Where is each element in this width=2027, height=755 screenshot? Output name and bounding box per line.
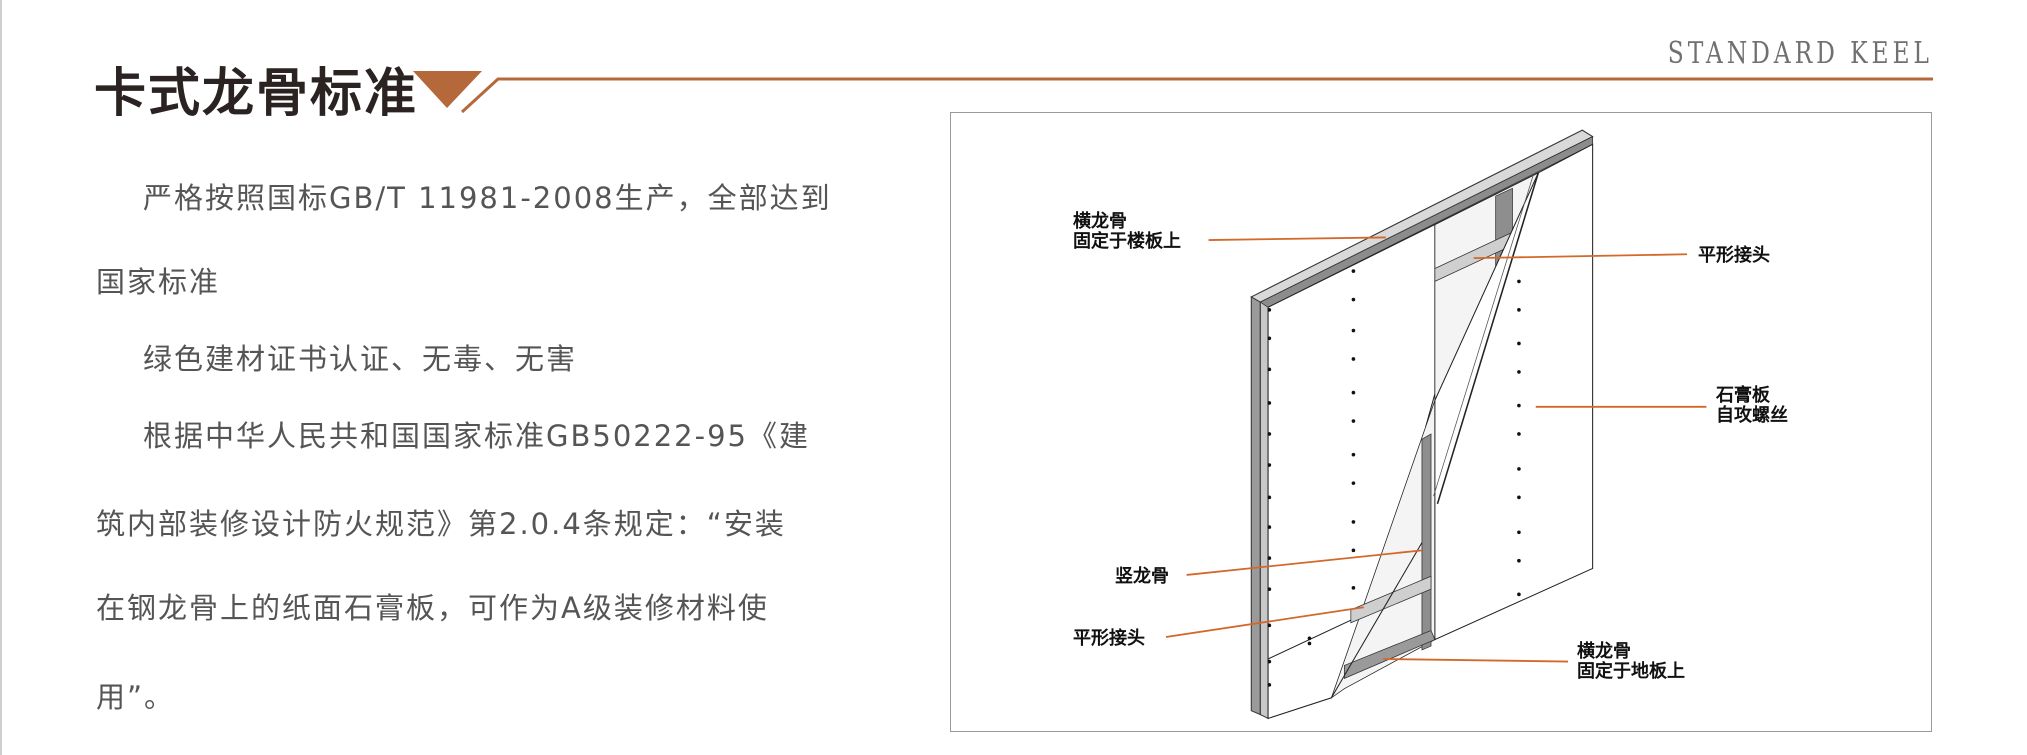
page-left-border bbox=[0, 0, 2, 755]
label-gypsum-line2: 自攻螺丝 bbox=[1716, 405, 1788, 426]
body-line-2: 国家标准 bbox=[96, 265, 221, 299]
left-edge-face bbox=[1250, 296, 1261, 716]
screw-dots bbox=[1267, 269, 1521, 687]
left-stud-face bbox=[1259, 298, 1269, 720]
left-board-cut bbox=[1330, 542, 1423, 699]
label-top-track-line2: 固定于楼板上 bbox=[1073, 231, 1181, 252]
title-decoration bbox=[413, 71, 1933, 114]
body-line-1: 严格按照国标GB/T 11981-2008生产，全部达到 bbox=[143, 181, 832, 215]
wall-diagram bbox=[1165, 129, 1707, 720]
leader-bottom-track bbox=[1383, 658, 1569, 663]
leader-flat-joint-top bbox=[1473, 253, 1688, 260]
leader-top-track bbox=[1208, 236, 1386, 241]
header-rule bbox=[460, 77, 1933, 114]
page-subtitle: STANDARD KEEL bbox=[1667, 36, 1933, 71]
leader-lines bbox=[1165, 236, 1707, 663]
label-flat-joint-top: 平形接头 bbox=[1698, 245, 1770, 266]
label-top-track-line1: 横龙骨 bbox=[1073, 211, 1127, 232]
label-flat-joint-bottom: 平形接头 bbox=[1073, 628, 1145, 649]
diagram-frame bbox=[950, 112, 1932, 732]
body-line-4: 根据中华人民共和国国家标准GB50222-95《建 bbox=[143, 419, 810, 453]
body-line-6: 在钢龙骨上的纸面石膏板，可作为A级装修材料使 bbox=[96, 591, 769, 625]
label-gypsum-line1: 石膏板 bbox=[1716, 385, 1770, 406]
label-bottom-track-line2: 固定于地板上 bbox=[1577, 661, 1685, 682]
leader-vertical-stud bbox=[1186, 549, 1423, 576]
right-board bbox=[1434, 143, 1594, 641]
leader-flat-joint-bottom bbox=[1165, 606, 1364, 638]
label-vertical-stud: 竖龙骨 bbox=[1115, 566, 1169, 587]
triangle-marker-icon bbox=[413, 71, 482, 108]
body-line-7: 用”。 bbox=[96, 680, 176, 714]
page-title: 卡式龙骨标准 bbox=[94, 64, 419, 124]
exposed-frame-bottom bbox=[1330, 400, 1436, 699]
body-line-3: 绿色建材证书认证、无毒、无害 bbox=[143, 342, 578, 376]
label-bottom-track-line1: 横龙骨 bbox=[1577, 641, 1631, 662]
flat-joint-lower bbox=[1350, 575, 1432, 624]
body-line-5: 筑内部装修设计防火规范》第2.0.4条规定：“安装 bbox=[96, 507, 786, 541]
stud-lower bbox=[1421, 433, 1432, 651]
right-board-cut bbox=[1436, 172, 1540, 505]
